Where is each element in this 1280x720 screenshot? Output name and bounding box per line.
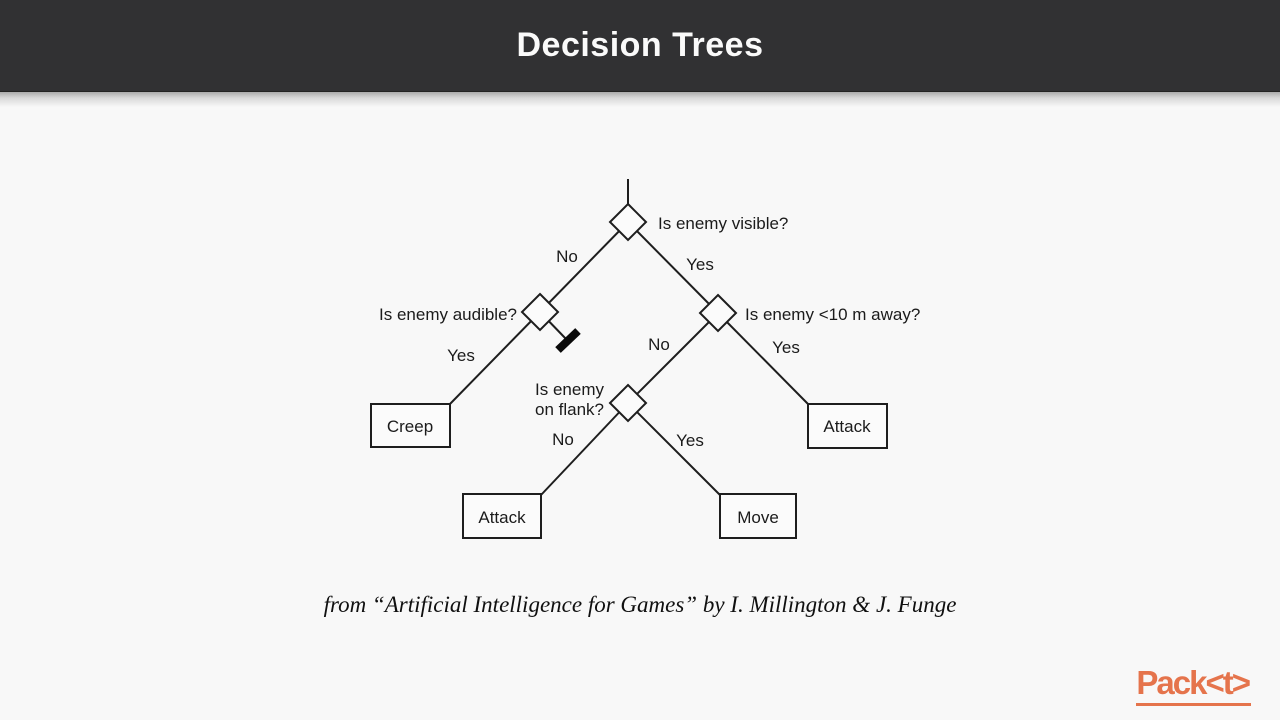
terminator-bar <box>555 328 581 353</box>
edge-flank-no-line <box>540 402 629 496</box>
node-label-flank-line2: on flank? <box>535 400 604 419</box>
node-label-tenm: Is enemy <10 m away? <box>745 305 920 324</box>
decision-node-audible <box>520 292 560 332</box>
node-label-flank-line1: Is enemy <box>535 380 604 399</box>
action-label-creep: Creep <box>387 417 433 436</box>
branch-label-visible-yes: Yes <box>686 255 714 274</box>
edge-tenm-no-line <box>627 312 719 404</box>
branch-label-visible-no: No <box>556 247 578 266</box>
decision-node-flank <box>608 383 648 423</box>
node-label-visible: Is enemy visible? <box>658 214 788 233</box>
edge-visible-no-line <box>539 221 629 313</box>
header-bar: Decision Trees <box>0 0 1280 92</box>
action-label-attack-bottom: Attack <box>478 508 526 527</box>
action-box-creep <box>370 403 451 448</box>
decision-node-visible <box>608 202 648 242</box>
edge-flank-yes-line <box>627 402 721 496</box>
packt-logo: Pack<t> <box>1136 665 1251 706</box>
action-box-attack-right <box>807 403 888 449</box>
branch-label-tenm-yes: Yes <box>772 338 800 357</box>
caption-text: from “Artificial Intelligence for Games”… <box>323 592 957 617</box>
edge-tenm-yes-line <box>717 312 810 406</box>
node-label-audible: Is enemy audible? <box>379 305 517 324</box>
decision-node-tenm <box>698 293 738 333</box>
slide-title: Decision Trees <box>516 26 764 64</box>
action-box-move <box>719 493 797 539</box>
branch-label-tenm-no: No <box>648 335 670 354</box>
action-box-attack-bottom <box>462 493 542 539</box>
header-shadow <box>0 92 1280 107</box>
action-label-attack-right: Attack <box>823 417 871 436</box>
edge-visible-yes-line <box>627 221 719 314</box>
branch-label-flank-yes: Yes <box>676 431 704 450</box>
branch-label-flank-no: No <box>552 430 574 449</box>
edge-audible-yes-line <box>448 311 541 406</box>
branch-label-audible-yes: Yes <box>447 346 475 365</box>
action-label-move: Move <box>737 508 779 527</box>
